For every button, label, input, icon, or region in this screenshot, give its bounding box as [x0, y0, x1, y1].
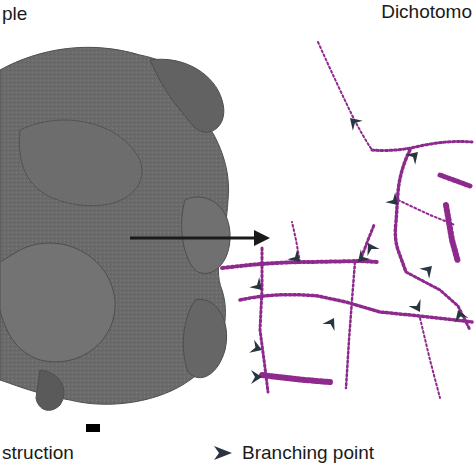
- legend: Branching point: [212, 442, 374, 464]
- branching-network: [222, 42, 472, 398]
- panel-title: ple: [2, 4, 27, 25]
- reconstruction-blob: [0, 47, 230, 410]
- legend-text: Branching point: [242, 442, 374, 464]
- branching-markers: [249, 113, 468, 384]
- process-arrow: [130, 230, 270, 246]
- panel-title: Dichotomo: [381, 2, 472, 23]
- scale-bar: [86, 424, 100, 432]
- legend-symbol: [212, 444, 234, 462]
- panel-caption: struction: [2, 443, 74, 464]
